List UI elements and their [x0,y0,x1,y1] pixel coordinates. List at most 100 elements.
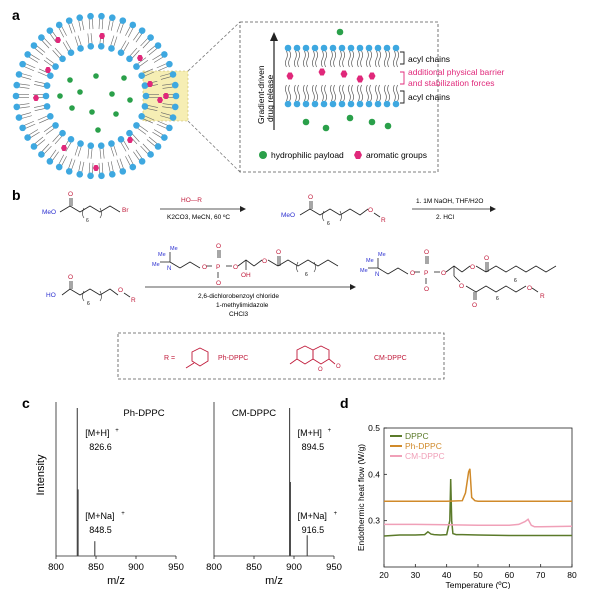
r-label-3: R [131,297,136,304]
aromatic-group [93,165,99,171]
dsc-legend-label: CM-DPPC [405,451,445,461]
reagent-bottom-label: K2CO3, MeCN, 60 ºC [167,214,230,221]
payload-zoom [384,122,392,130]
nme-label-2: Me [170,246,178,252]
outer-leaflet-head [161,134,168,141]
aromatic-group [45,67,51,73]
n-label-1: N [167,266,171,272]
acyl-chain-bottom [357,84,360,102]
outer-leaflet-head [108,14,116,21]
ms-ion-label: [M+Na] [298,511,327,521]
outer-leaflet-head [119,17,127,24]
aromatic-legend-label: aromatic groups [366,150,427,160]
acyl-chain-top [387,50,390,68]
inner-leaflet-head [126,55,133,63]
outer-leaflet-head [55,21,63,29]
acyl-chain-bottom [351,84,354,102]
ms-ion-label: [M+Na] [85,511,114,521]
coupling-label-3: CHCl3 [229,311,249,318]
outer-leaflet-head [154,42,162,49]
r-definition-label: R = [164,355,175,362]
aromatic-group-zoom [340,70,348,78]
inner-leaflet-head [59,129,66,137]
bilayer-head-bottom [293,100,301,108]
acyl-chain-bottom [333,84,336,102]
coupling-label-2: 1-methylimidazole [216,302,269,309]
inner-leaflet-head [47,113,54,120]
product-o-7: O [459,283,464,290]
bracket-bottom [400,90,405,104]
product-o-3: O [424,286,429,293]
payload-molecule [127,97,133,103]
ms-x-tick-label: 900 [286,562,302,573]
inner-leaflet-head [59,55,66,63]
payload-molecule [77,89,83,95]
payload-molecule [69,105,75,111]
gradient-label-1: Gradient-driven [256,65,266,124]
inner-leaflet-head [108,45,115,52]
dsc-series-ph-dppc [384,468,572,502]
product-o-5: O [470,264,475,271]
outer-leaflet-head [129,21,137,29]
bilayer-head-top [338,44,346,52]
acyl-chain-bottom [324,84,327,102]
acyl-chain-top [351,50,354,68]
inner-leaflet-head [43,82,51,89]
bilayer-head-bottom [392,100,400,108]
acyl-chain-bottom [306,84,309,102]
ester-o-1: O [262,258,267,265]
ms-x-tick-label: 950 [168,562,184,573]
bilayer-head-top [284,44,292,52]
acyl-chain-top [348,50,351,68]
acyl-chain-bottom [339,84,342,102]
product-o-1: O [410,270,415,277]
nme-label-4: Me [366,258,374,264]
acyl-chain-bottom [393,84,396,102]
ether-o-2: O [368,207,373,214]
acyl-chain-top [378,50,381,68]
subscript-n-4: 6 [305,272,308,278]
ph-dppc-label: Ph-DPPC [218,355,248,362]
p-label-2: P [424,270,428,277]
acyl-chain-top [324,50,327,68]
ms-x-tick-label: 800 [206,562,222,573]
outer-leaflet-head [147,151,154,158]
acyl-chain-bottom [312,84,315,102]
bilayer-head-top [302,44,310,52]
dsc-ylabel: Endothermic heat flow (W/g) [356,444,366,551]
phosphate-o-3: O [216,280,221,287]
bilayer-head-bottom [284,100,292,108]
inner-leaflet-head [117,136,125,143]
outer-leaflet-head [119,168,127,175]
compound-ether-ester [299,201,381,222]
acyl-chain-top [360,50,363,68]
bromo-label: Br [122,207,129,214]
step2-top-label: 1. 1M NaOH, THF/H2O [416,198,483,205]
inner-leaflet-head [87,142,95,150]
outer-leaflet-head [15,114,23,121]
bilayer-head-bottom [374,100,382,108]
bilayer-head-bottom [329,100,337,108]
payload-zoom [346,114,354,122]
payload-legend-icon [259,151,267,159]
inner-leaflet-head [138,72,145,79]
outer-leaflet-head [15,71,23,78]
phosphate-o-4: O [233,264,238,271]
bilayer-head-bottom [356,100,364,108]
inner-leaflet-head [141,82,149,89]
inner-leaflet-head [133,122,140,129]
payload-molecule [113,111,119,117]
phosphate-o-1: O [202,264,207,271]
dsc-legend-label: Ph-DPPC [405,441,442,451]
bilayer-zoom [284,28,400,132]
acyl-chain-top [288,50,291,68]
acyl-chain-top [369,50,372,68]
liposome-diagram [12,12,189,180]
inner-leaflet-head [52,122,59,129]
inner-leaflet-head [52,63,59,70]
acyl-chain-bottom [369,84,372,102]
acyl-chain-bottom [321,84,324,102]
phenyl-structure [185,347,209,369]
